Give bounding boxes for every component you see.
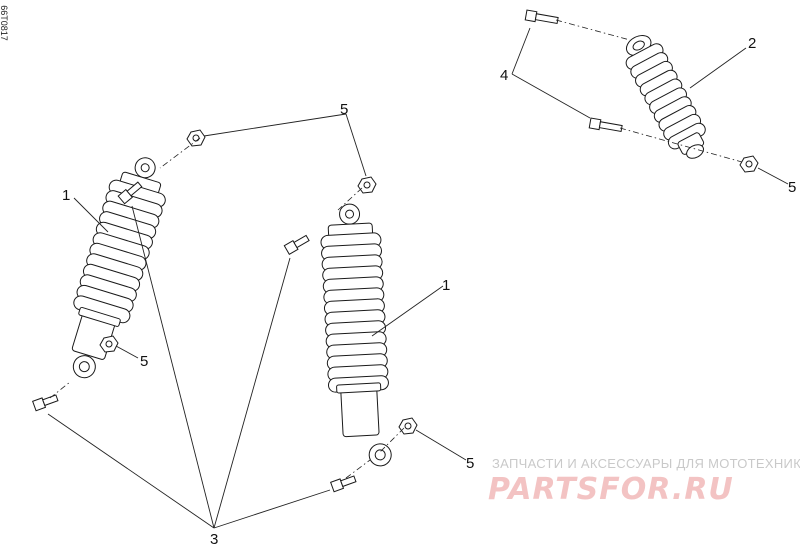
axis-line <box>379 427 405 453</box>
nut-right <box>398 417 418 435</box>
rear-shock <box>625 35 706 159</box>
watermark-logo: PARTSFOR.RU <box>488 472 734 507</box>
callout-shock-rear: 2 <box>748 35 756 52</box>
bolt-right-top <box>283 234 310 256</box>
axis-line <box>619 127 743 163</box>
callout-nut-left: 5 <box>140 353 148 370</box>
watermark-tagline: ЗАПЧАСТИ И АКСЕССУАРЫ ДЛЯ МОТОТЕХНИКИ <box>492 456 800 471</box>
nut-top-right <box>357 176 377 194</box>
callout-shock-front-right: 1 <box>442 277 450 294</box>
bolt-left-bottom <box>32 394 59 412</box>
callout-nuts-top: 5 <box>340 101 348 118</box>
bolt-left-top <box>117 181 143 205</box>
rear-bolt-top <box>524 9 559 25</box>
axis-line <box>159 137 201 169</box>
nut-top-left <box>186 129 206 147</box>
callout-shock-front-left: 1 <box>62 187 70 204</box>
axis-line <box>49 381 71 399</box>
bolt-right-bottom <box>330 475 357 493</box>
front-right-shock <box>320 203 392 467</box>
callout-nut-rear: 5 <box>788 179 796 196</box>
callout-bolts: 3 <box>210 531 218 548</box>
callout-rear-bolts: 4 <box>500 67 508 84</box>
axis-line <box>337 187 363 211</box>
callout-nut-right: 5 <box>466 455 474 472</box>
nut-left <box>99 335 119 353</box>
axis-line <box>345 459 371 479</box>
nut-rear <box>739 155 759 173</box>
rear-bolt-bottom <box>588 117 623 133</box>
axis-line <box>555 19 631 41</box>
